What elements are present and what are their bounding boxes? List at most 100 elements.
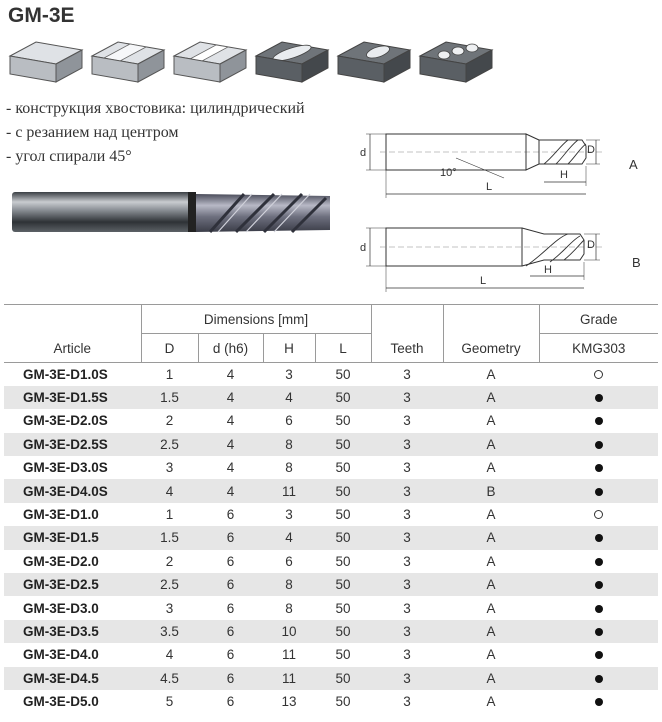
cell-geometry: A (486, 460, 496, 476)
cell-grade (539, 363, 658, 386)
cell-teeth: 3 (403, 413, 411, 429)
col-header-L: L (314, 333, 371, 363)
cell-d: 4 (198, 432, 263, 457)
cell-article: GM-3E-D2.5S (4, 432, 141, 457)
cell-d: 3 (165, 600, 174, 616)
cell-grade (539, 456, 658, 479)
cell-geometry: A (443, 573, 539, 597)
filled-dot-icon (594, 557, 603, 566)
cell-d: 4 (198, 385, 263, 410)
cell-h: 3 (285, 366, 293, 382)
col-header-geometry: Geometry (442, 304, 539, 363)
filled-dot-icon (594, 487, 603, 496)
cell-geometry: A (486, 413, 496, 429)
cell-d: 4 (165, 647, 174, 663)
specification-table: Article Dimensions [mm] Teeth Geometry G… (4, 304, 658, 713)
filled-dot-icon (594, 464, 603, 473)
filled-dot-icon (594, 604, 603, 613)
filled-dot-icon (594, 417, 603, 426)
cell-grade (539, 479, 658, 503)
filled-dot-icon (594, 440, 603, 449)
technical-drawing-b: d D H L (360, 227, 602, 292)
dim-d-label: d (360, 242, 366, 254)
cell-article: GM-3E-D3.5 (4, 619, 141, 644)
cell-teeth: 3 (371, 619, 443, 644)
page-title: GM-3E (8, 4, 75, 27)
cell-d: 4 (226, 366, 235, 382)
cell-geometry: A (486, 366, 496, 382)
open-circle-icon (594, 369, 603, 379)
cell-h: 11 (263, 666, 315, 690)
cell-d: 4.5 (141, 666, 198, 690)
plunge-milling-icon (336, 41, 412, 83)
cell-teeth: 3 (371, 385, 443, 410)
cell-teeth: 3 (403, 600, 411, 616)
cell-grade (539, 385, 658, 410)
cell-geometry: A (486, 647, 496, 663)
cell-article: GM-3E-D1.0 (23, 507, 99, 523)
cell-h: 4 (263, 526, 315, 550)
cell-d: 4 (226, 460, 235, 476)
feature-item: - конструкция хвостовика: цилиндрический (6, 100, 305, 117)
cell-teeth: 3 (371, 479, 443, 503)
cell-l: 50 (335, 553, 351, 569)
col-header-grade-name: KMG303 (538, 333, 658, 363)
cell-l: 50 (335, 507, 351, 523)
cell-d: 6 (226, 553, 235, 569)
dim-L-label: L (480, 275, 486, 287)
col-header-article: Article (4, 304, 141, 363)
cell-h: 6 (285, 413, 293, 429)
cell-d: 1 (165, 507, 174, 523)
cell-l: 50 (315, 666, 371, 690)
cell-h: 8 (285, 600, 293, 616)
col-header-d: d (h6) (197, 333, 263, 363)
technical-drawing-a: d D H L 10° (360, 133, 602, 198)
cell-h: 8 (263, 573, 315, 597)
cell-l: 50 (315, 385, 371, 410)
angle-label: 10° (440, 167, 457, 179)
cell-geometry: A (443, 619, 539, 644)
cell-article: GM-3E-D1.5 (4, 526, 141, 550)
filled-dot-icon (594, 534, 603, 543)
cell-h: 11 (281, 647, 296, 663)
cell-grade (539, 526, 658, 550)
cell-geometry: B (443, 479, 539, 503)
cell-geometry: A (486, 600, 496, 616)
face-milling-icon (8, 41, 84, 83)
dim-d-label: d (360, 147, 366, 159)
cell-teeth: 3 (371, 666, 443, 690)
cell-l: 50 (315, 432, 371, 457)
cell-d: 6 (198, 666, 263, 690)
cell-grade (539, 666, 658, 690)
cell-d: 6 (226, 694, 235, 710)
cell-l: 50 (335, 366, 351, 382)
cell-teeth: 3 (403, 647, 411, 663)
dim-L-label: L (486, 181, 492, 193)
cell-article: GM-3E-D3.0 (23, 600, 99, 616)
cell-d: 6 (226, 507, 235, 523)
cell-l: 50 (335, 413, 351, 429)
filled-dot-icon (594, 581, 603, 590)
cell-grade (539, 619, 658, 644)
cell-l: 50 (335, 600, 351, 616)
cell-l: 50 (315, 526, 371, 550)
cell-geometry: A (486, 694, 496, 710)
cell-d: 4 (141, 479, 198, 503)
cell-teeth: 3 (403, 366, 411, 382)
cell-geometry: A (443, 432, 539, 457)
cell-teeth: 3 (403, 694, 411, 710)
cell-geometry: A (486, 507, 496, 523)
cell-article: GM-3E-D1.0S (23, 366, 108, 382)
pocket-milling-icon (254, 41, 330, 83)
